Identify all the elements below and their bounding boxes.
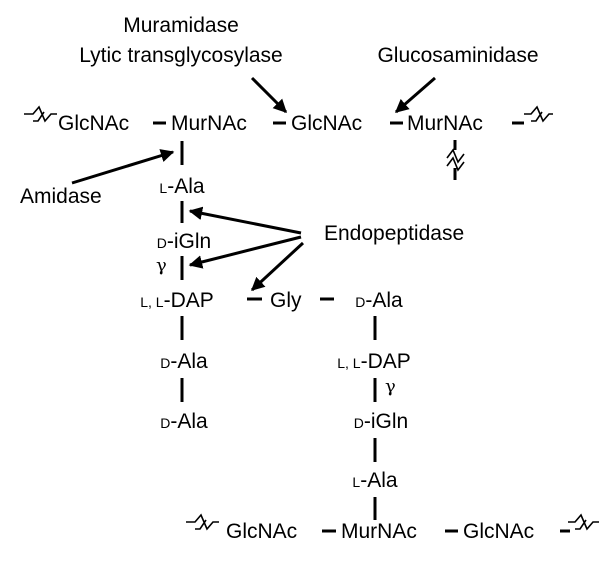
strand-break-icon [24,105,57,123]
endopeptidase-arrow-3 [250,241,305,292]
right-gamma-label: γ [385,376,396,397]
bottom-sugar-glcnac-1: GlcNAc [226,520,297,543]
top-sugar-murnac-1: MurNAc [171,112,247,135]
strand-break-icon [568,513,599,531]
right-residue-2: L, L-DAP [337,350,411,373]
left-residue-2: D-iGln [157,230,211,253]
left-residue-4: D-Ala [160,350,208,373]
right-residue-4: L-Ala [352,469,397,492]
bottom-sugar-murnac: MurNAc [341,520,417,543]
top-sugar-glcnac-1: GlcNAc [58,112,129,135]
bottom-glycan-strand: GlcNAc MurNAc GlcNAc [186,513,599,543]
strand-break-icon [524,105,553,123]
enzyme-endopeptidase-label: Endopeptidase [324,222,464,245]
muramidase-arrow [250,76,288,114]
strand-break-icon [186,513,219,531]
stem-break-icon [446,148,465,172]
right-residue-1: D-Ala [355,289,403,312]
left-gamma-label: γ [156,255,167,276]
top-glycan-strand: GlcNAc MurNAc GlcNAc MurNAc [24,105,553,180]
right-residue-3: D-iGln [354,410,408,433]
left-residue-1: L-Ala [159,175,204,198]
endopeptidase-arrow-1 [188,206,302,235]
right-stem-peptide: D-Ala L, L-DAP γ D-iGln L-Ala [337,289,411,520]
left-residue-3: L, L-DAP [140,289,214,312]
glucosaminidase-arrow [394,76,436,114]
enzyme-amidase-label: Amidase [20,185,102,208]
top-sugar-murnac-2: MurNAc [407,112,483,135]
enzyme-muramidase-label: Muramidase [123,14,239,37]
enzyme-lytic-transglycosylase-label: Lytic transglycosylase [79,44,282,67]
left-stem-peptide: L-Ala D-iGln γ L, L-DAP D-Ala D-Ala [140,141,214,433]
bottom-sugar-glcnac-2: GlcNAc [463,520,534,543]
endopeptidase-arrow-2 [188,235,302,269]
bridge-residue-gly: Gly [270,289,302,312]
left-residue-5: D-Ala [160,410,208,433]
cross-bridge: Gly [247,289,334,312]
enzyme-glucosaminidase-label: Glucosaminidase [377,44,538,67]
top-sugar-glcnac-2: GlcNAc [291,112,362,135]
amidase-arrow [71,149,175,185]
